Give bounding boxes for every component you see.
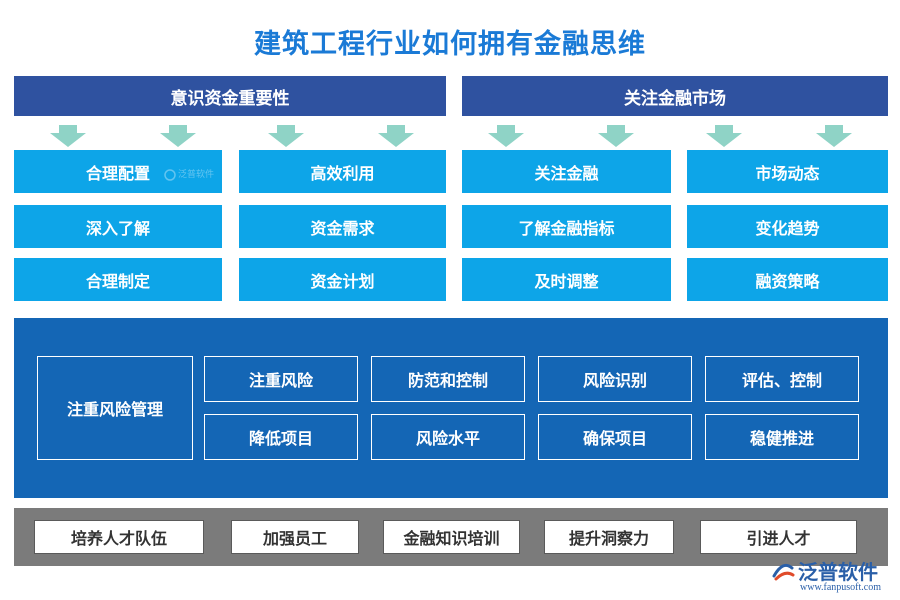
risk-main-box: 注重风险管理	[37, 356, 193, 460]
down-arrow-icon	[378, 125, 414, 147]
watermark-text: 泛普软件	[178, 170, 215, 180]
talent-item: 金融知识培训	[383, 520, 520, 554]
down-arrow-icon	[50, 125, 86, 147]
risk-item: 降低项目	[204, 414, 358, 460]
risk-item: 确保项目	[538, 414, 692, 460]
down-arrow-icon	[706, 125, 742, 147]
brand-url: www.fanpusoft.com	[800, 582, 882, 593]
talent-panel: 培养人才队伍 加强员工 金融知识培训 提升洞察力 引进人才	[14, 508, 888, 566]
down-arrow-icon	[160, 125, 196, 147]
risk-item: 风险识别	[538, 356, 692, 402]
risk-management-panel: 注重风险管理 注重风险 防范和控制 风险识别 评估、控制 降低项目 风险水平 确…	[14, 318, 888, 498]
talent-item: 培养人才队伍	[34, 520, 204, 554]
left-cell: 资金计划	[239, 258, 446, 301]
right-cell: 变化趋势	[687, 205, 888, 248]
left-cell: 高效利用	[239, 150, 446, 193]
right-cell: 及时调整	[462, 258, 671, 301]
right-cell: 融资策略	[687, 258, 888, 301]
brand-mark-icon	[772, 563, 795, 581]
right-cell: 了解金融指标	[462, 205, 671, 248]
talent-item: 引进人才	[700, 520, 857, 554]
down-arrow-icon	[816, 125, 852, 147]
left-cell: 合理制定	[14, 258, 222, 301]
risk-item: 风险水平	[371, 414, 525, 460]
left-section-header: 意识资金重要性	[14, 76, 446, 116]
brand-name: 泛普软件	[798, 560, 878, 584]
down-arrow-icon	[268, 125, 304, 147]
watermark-logo: 泛普软件	[164, 165, 226, 185]
risk-item: 稳健推进	[705, 414, 859, 460]
left-cell: 合理配置	[14, 150, 222, 193]
down-arrow-icon	[488, 125, 524, 147]
right-cell: 市场动态	[687, 150, 888, 193]
talent-item: 提升洞察力	[544, 520, 674, 554]
left-cell: 深入了解	[14, 205, 222, 248]
brand-logo: 泛普软件 www.fanpusoft.com	[770, 556, 892, 596]
risk-item: 评估、控制	[705, 356, 859, 402]
risk-item: 注重风险	[204, 356, 358, 402]
talent-item: 加强员工	[231, 520, 359, 554]
right-section-header: 关注金融市场	[462, 76, 888, 116]
down-arrow-icon	[598, 125, 634, 147]
page-title: 建筑工程行业如何拥有金融思维	[254, 29, 646, 60]
right-cell: 关注金融	[462, 150, 671, 193]
left-cell: 资金需求	[239, 205, 446, 248]
risk-item: 防范和控制	[371, 356, 525, 402]
